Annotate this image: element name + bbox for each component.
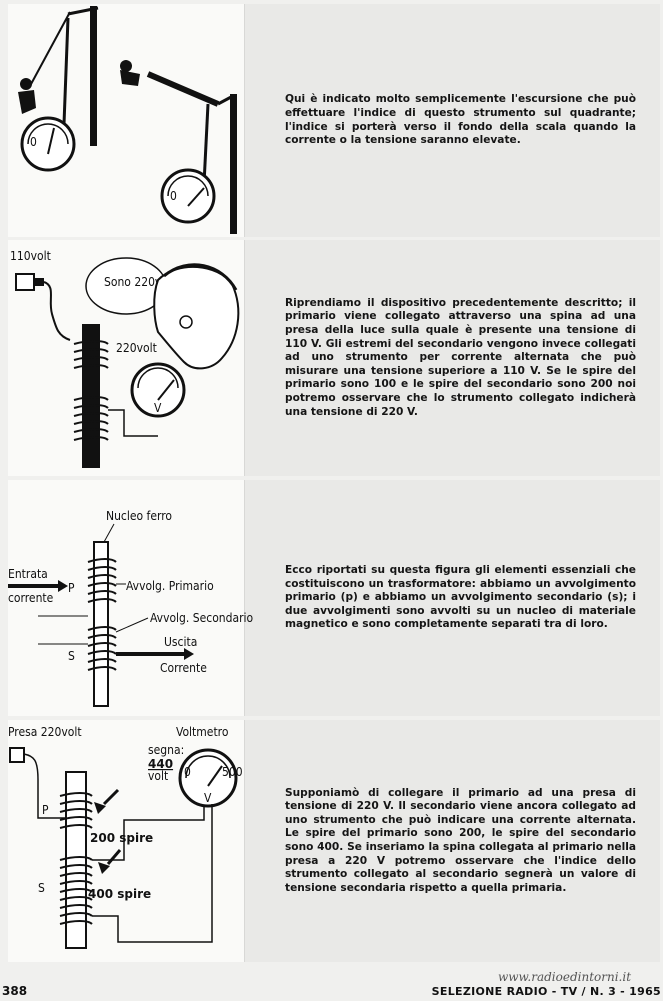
- page-footer: 388 www.radioedintorni.it SELEZIONE RADI…: [0, 970, 663, 1001]
- label-s: S: [38, 881, 45, 895]
- panel-2-paragraph: Riprendiamo il dispositivo precedentemen…: [285, 296, 636, 418]
- panel-step-up-demo: 110volt Sono 220volt!: [8, 240, 660, 476]
- meter-letter-v: V: [154, 401, 162, 415]
- label-s: S: [68, 649, 75, 663]
- label-reads: segna:: [148, 743, 184, 757]
- label-input-1: Entrata: [8, 567, 48, 581]
- panel-meter-swing: 0 0 Qui è indicato molto semplicemente l…: [8, 4, 660, 237]
- label-output-2: Corrente: [160, 661, 207, 675]
- label-secondary-turns: 400 spire: [88, 887, 151, 901]
- panel-1-caption: Qui è indicato molto semplicemente l'esc…: [245, 4, 660, 237]
- label-primary-winding: Avvolg. Primario: [126, 579, 214, 593]
- voltmeter-value: 440: [148, 757, 173, 771]
- panel-transformer-parts: Nucleo ferro Entrata corrente P: [8, 480, 660, 716]
- output-voltage-label: 220volt: [116, 341, 157, 355]
- meter-letter-v: V: [204, 791, 212, 805]
- magazine-issue: SELEZIONE RADIO - TV / N. 3 - 1965: [431, 985, 661, 998]
- transformer-drawing: Nucleo ferro Entrata corrente P: [8, 509, 254, 707]
- step-up-drawing: 110volt Sono 220volt!: [10, 249, 240, 468]
- scale-min: 0: [184, 765, 191, 779]
- illustration-voltmeter-reading: Presa 220volt P S 200: [8, 720, 245, 962]
- illustration-step-up-demo: 110volt Sono 220volt!: [8, 240, 245, 476]
- panel-voltmeter-reading: Presa 220volt P S 200: [8, 720, 660, 962]
- voltmeter-drawing: Presa 220volt P S 200: [8, 725, 243, 949]
- panel-2-caption: Riprendiamo il dispositivo precedentemen…: [245, 240, 660, 476]
- label-primary-turns: 200 spire: [90, 831, 153, 845]
- panel-1-paragraph: Qui è indicato molto semplicemente l'esc…: [285, 93, 636, 147]
- label-output-1: Uscita: [164, 635, 197, 649]
- label-p: P: [68, 581, 75, 595]
- input-voltage-label: 110volt: [10, 249, 51, 263]
- panel-4-caption: Supponiamò di collegare il primario ad u…: [245, 720, 660, 962]
- panel-3-caption: Ecco riportati su questa figura gli elem…: [245, 480, 660, 716]
- meter-2-zero: 0: [170, 189, 177, 203]
- page-number: 388: [2, 984, 28, 998]
- meter-1-zero: 0: [30, 135, 37, 149]
- watermark-url: www.radioedintorni.it: [498, 970, 632, 984]
- label-input-2: corrente: [8, 591, 54, 605]
- illustration-transformer-parts: Nucleo ferro Entrata corrente P: [8, 480, 254, 716]
- label-socket: Presa 220volt: [8, 725, 82, 739]
- scale-max: 500: [222, 765, 243, 779]
- label-core: Nucleo ferro: [106, 509, 172, 523]
- label-voltmeter: Voltmetro: [176, 725, 229, 739]
- swing-drawing: 0 0: [18, 6, 237, 234]
- label-secondary-winding: Avvolg. Secondario: [150, 611, 254, 625]
- panel-3-paragraph: Ecco riportati su questa figura gli elem…: [285, 564, 636, 631]
- illustration-meter-swing: 0 0: [8, 4, 245, 237]
- label-p: P: [42, 803, 49, 817]
- panel-4-paragraph: Supponiamò di collegare il primario ad u…: [285, 786, 636, 894]
- voltmeter-unit: volt: [148, 769, 168, 783]
